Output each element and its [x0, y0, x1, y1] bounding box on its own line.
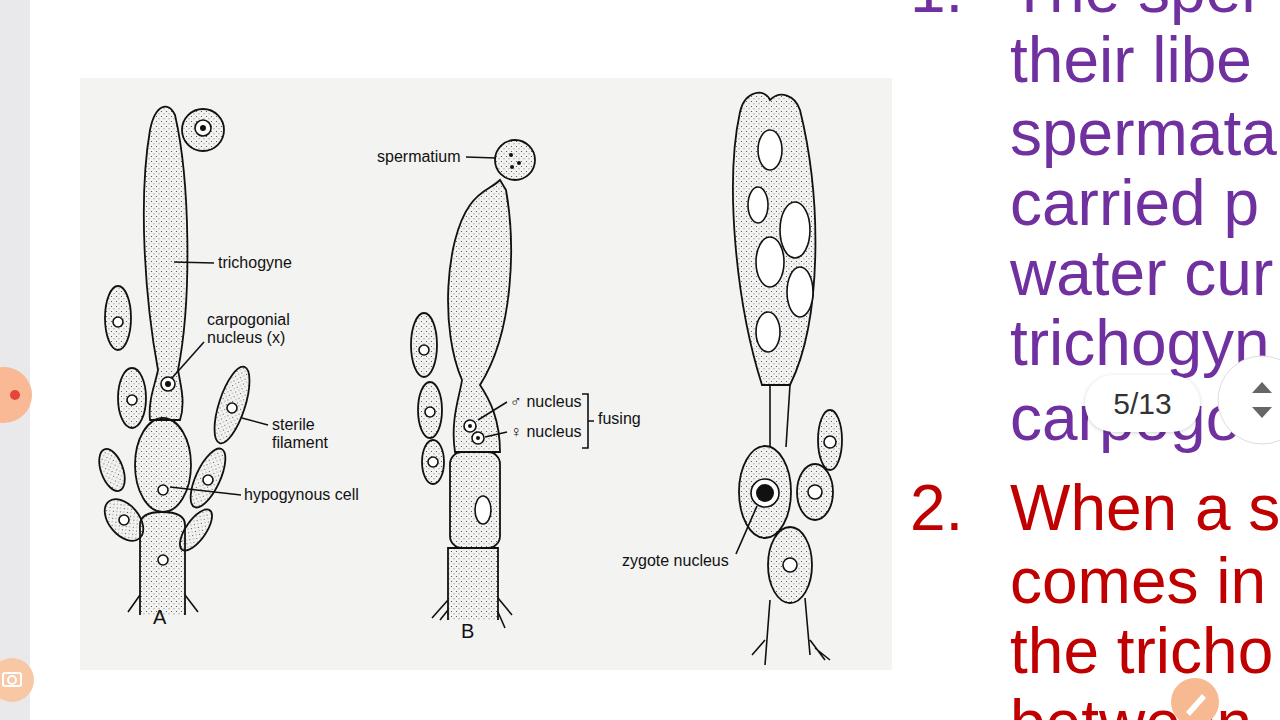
slide-text: trichogyn	[1010, 311, 1270, 375]
slide-text: spermata	[1010, 101, 1277, 165]
part-label: spermatium	[377, 148, 461, 166]
slide-text: their libe	[1010, 28, 1252, 92]
part-label: sterile filament	[272, 416, 350, 453]
page-indicator: 5/13	[1085, 375, 1200, 432]
part-label: ♂ nucleus	[510, 393, 582, 411]
figure-letter: B	[461, 620, 474, 643]
slide-text: When a s	[1010, 476, 1280, 540]
figure-letter: A	[153, 606, 166, 629]
slide-text: between	[1010, 691, 1252, 720]
slide-text: water cur	[1010, 241, 1273, 305]
slide-text: carried p	[1010, 171, 1259, 235]
part-label: zygote nucleus	[622, 552, 729, 570]
slide-text: comes in	[1010, 549, 1266, 613]
list-number: 2.	[910, 476, 963, 540]
page-number: 5/13	[1113, 387, 1171, 421]
part-label: ♀ nucleus	[510, 423, 582, 441]
slide-text: The sper	[1010, 0, 1263, 22]
part-label: trichogyne	[218, 254, 292, 272]
list-number: 1.	[910, 0, 963, 22]
part-label: carpogonial nucleus (x)	[207, 311, 313, 348]
slide-text: the tricho	[1010, 619, 1273, 683]
part-label: hypogynous cell	[244, 486, 359, 504]
part-label: fusing	[598, 410, 641, 428]
